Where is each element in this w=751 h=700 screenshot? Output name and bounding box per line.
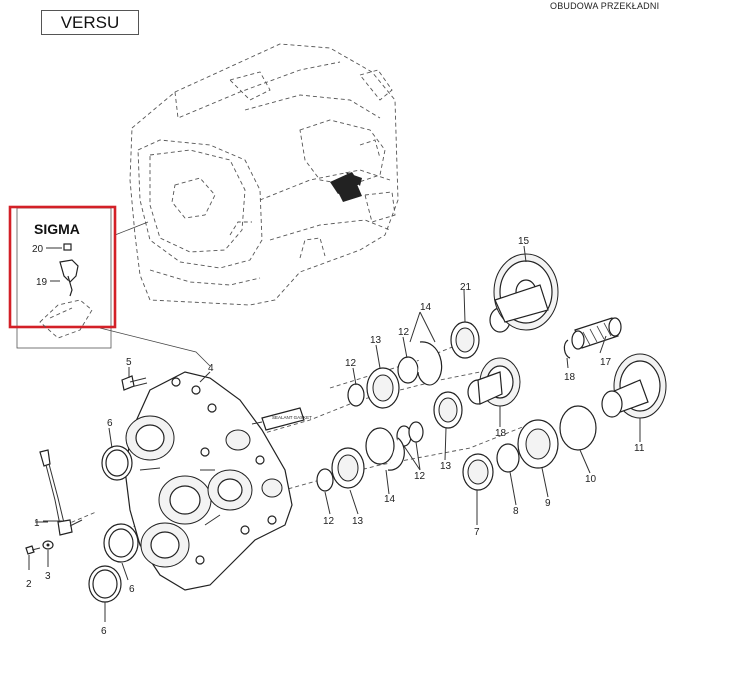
callout-1: 1 <box>34 518 40 529</box>
callout-19: 19 <box>36 277 48 288</box>
callout-16-fallback: 18 <box>495 428 507 439</box>
leader-line <box>99 327 211 367</box>
seal-rings-6 <box>88 445 139 603</box>
model-label-box: VERSU <box>41 10 139 35</box>
model-label: VERSU <box>60 12 120 32</box>
gear-16 <box>467 357 521 407</box>
callout-2: 2 <box>26 579 32 590</box>
bearings-and-rings <box>316 307 597 492</box>
callout-4: 4 <box>208 363 214 374</box>
callout-12-b: 12 <box>398 327 410 338</box>
section-label: OBUDOWA PRZEKŁADNI <box>550 1 660 11</box>
callout-6-lower: 6 <box>101 626 107 637</box>
callout-21: 21 <box>460 282 472 293</box>
sigma-title: SIGMA <box>34 221 80 237</box>
leader-line <box>247 419 541 501</box>
callout-6-middle: 6 <box>129 584 135 595</box>
gear-11 <box>601 353 667 419</box>
callout-3: 3 <box>45 571 51 582</box>
callout-12-c: 12 <box>414 471 426 482</box>
sensor-icon <box>59 259 79 283</box>
callout-13-c: 13 <box>352 516 364 527</box>
callout-15: 15 <box>518 236 530 247</box>
sigma-inset: SIGMA 20 19 <box>8 205 117 349</box>
callout-13-a: 13 <box>370 335 382 346</box>
transmission-housing <box>129 43 399 306</box>
callout-18: 18 <box>564 372 576 383</box>
callout-5: 5 <box>126 357 132 368</box>
callout-13-b: 13 <box>440 461 452 472</box>
callout-11: 11 <box>634 443 645 454</box>
sealant-label: SEALANT GASKET <box>272 415 312 420</box>
callout-numbers: 1 2 3 4 5 6 6 6 7 8 9 10 11 12 12 12 12 … <box>26 236 645 637</box>
callout-14-a: 14 <box>420 302 432 313</box>
leader-line <box>64 511 97 526</box>
callout-17: 17 <box>600 357 612 368</box>
callout-12-a: 12 <box>345 358 357 369</box>
callout-20: 20 <box>32 244 44 255</box>
speed-sensor-assembly <box>25 449 83 555</box>
gear-15 <box>493 253 559 331</box>
callout-lines <box>28 245 641 622</box>
shaft-17 <box>571 317 622 350</box>
bolt-icon <box>63 243 72 251</box>
callout-12-d: 12 <box>323 516 335 527</box>
callout-10: 10 <box>585 474 597 485</box>
sealant-tube: SEALANT GASKET <box>251 407 312 431</box>
callout-6-upper: 6 <box>107 418 113 429</box>
callout-14-b: 14 <box>384 494 396 505</box>
callout-9: 9 <box>545 498 551 509</box>
callout-8: 8 <box>513 506 519 517</box>
leader-line <box>114 221 149 236</box>
sigma-highlight-box <box>8 205 117 329</box>
bolt-5 <box>121 375 148 391</box>
callout-7: 7 <box>474 527 480 538</box>
front-cover <box>124 371 293 591</box>
ring-18 <box>563 339 571 359</box>
